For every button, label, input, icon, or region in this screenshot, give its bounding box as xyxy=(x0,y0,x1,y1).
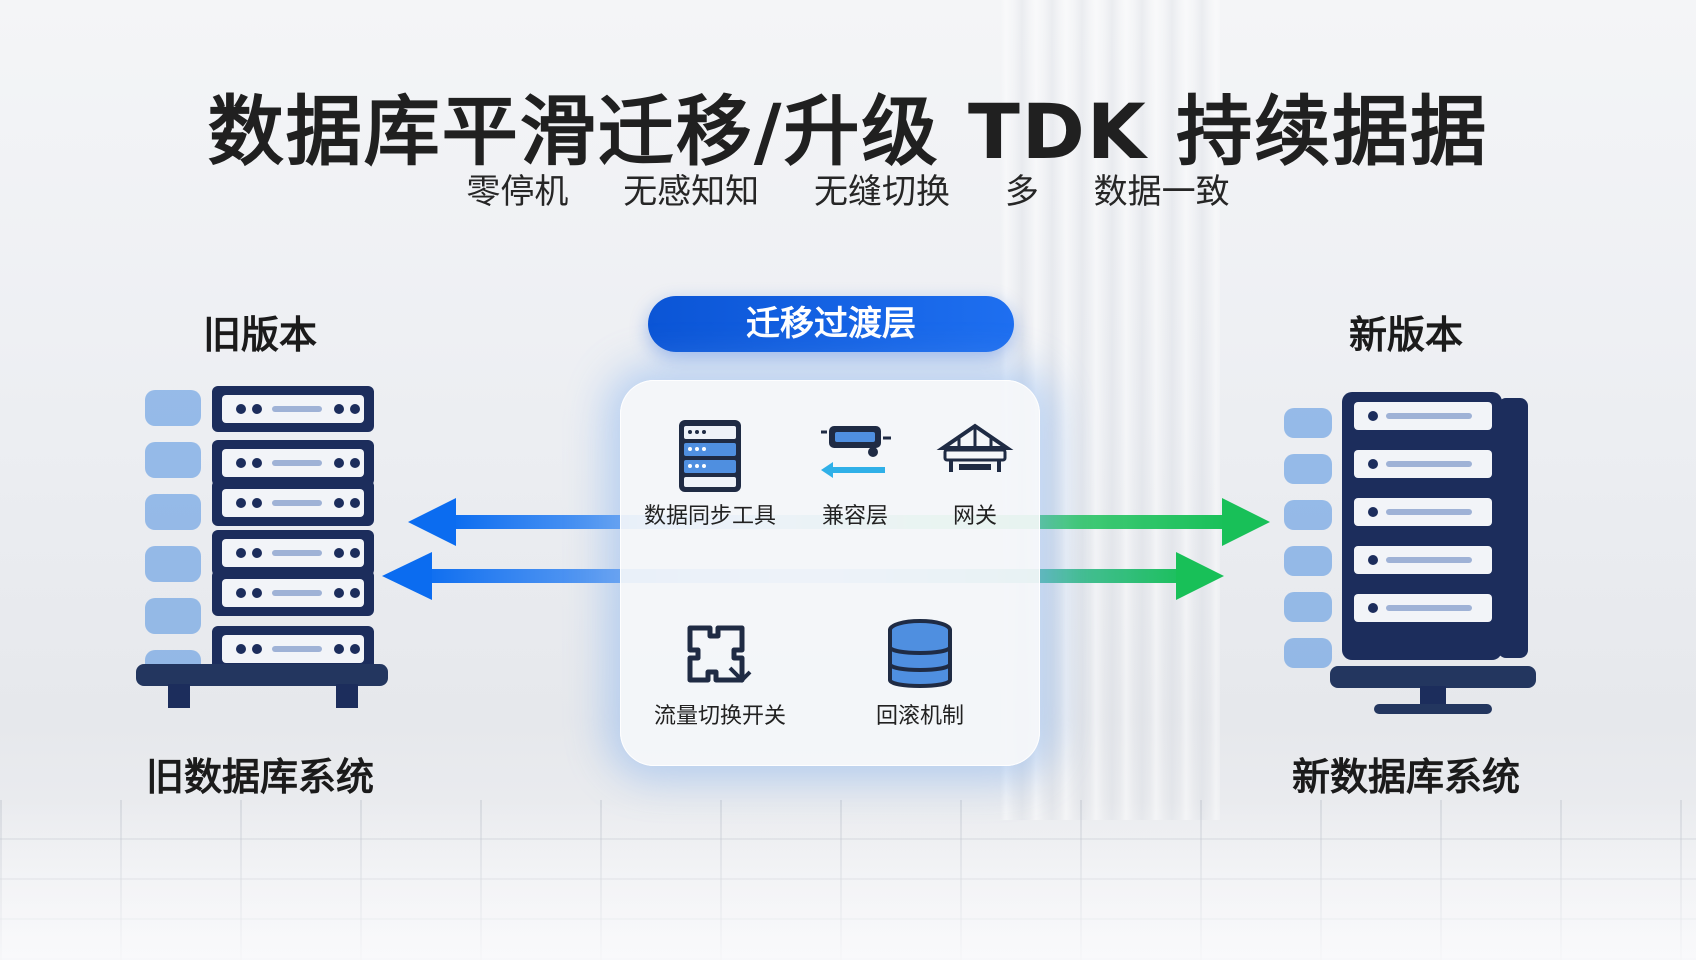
tool-label: 流量切换开关 xyxy=(653,704,786,729)
old-version-label: 旧版本 xyxy=(202,313,317,357)
old-db-label: 旧数据库系统 xyxy=(145,755,374,799)
tool-label: 兼容层 xyxy=(821,504,888,529)
tool-rollback: 回滚机制 xyxy=(840,618,1000,730)
gateway-icon xyxy=(936,423,1014,472)
new-rack-side-panel xyxy=(1498,398,1528,658)
new-version-label: 新版本 xyxy=(1348,313,1463,357)
tool-data-sync: 数据同步工具 xyxy=(630,418,790,530)
subtitle-row: 零停机 无感知知 无缝切换 多 数据一致 xyxy=(0,164,1696,213)
old-server-rack-icon xyxy=(130,380,400,710)
subtitle-item: 多 xyxy=(1004,172,1039,212)
tool-traffic-switch: 流量切换开关 xyxy=(630,618,810,730)
subtitle-item: 零停机 xyxy=(466,172,569,212)
new-server-rack-icon xyxy=(1270,388,1550,718)
tool-label: 回滚机制 xyxy=(875,704,964,729)
migration-panel: 数据同步工具 兼容层 网关 流量切换开 xyxy=(620,380,1040,766)
tool-label: 数据同步工具 xyxy=(643,504,776,529)
layers-swap-icon xyxy=(821,426,891,478)
subtitle-item: 无感知知 xyxy=(623,172,760,212)
tool-label: 网关 xyxy=(952,504,997,529)
switch-puzzle-icon xyxy=(687,625,752,683)
page-title: 数据库平滑迁移/升级 TDK 持续据据 xyxy=(207,87,1489,176)
tool-compat-layer: 兼容层 xyxy=(790,418,920,530)
new-db-label: 新数据库系统 xyxy=(1291,755,1520,799)
migration-layer-badge: 迁移过渡层 xyxy=(648,296,1014,352)
subtitle-item: 无缝切换 xyxy=(814,172,950,212)
database-icon xyxy=(888,619,952,688)
server-stack-icon xyxy=(679,420,741,492)
floor-grid xyxy=(0,800,1696,960)
subtitle-item: 数据一致 xyxy=(1093,172,1230,212)
tool-gateway: 网关 xyxy=(920,418,1030,530)
